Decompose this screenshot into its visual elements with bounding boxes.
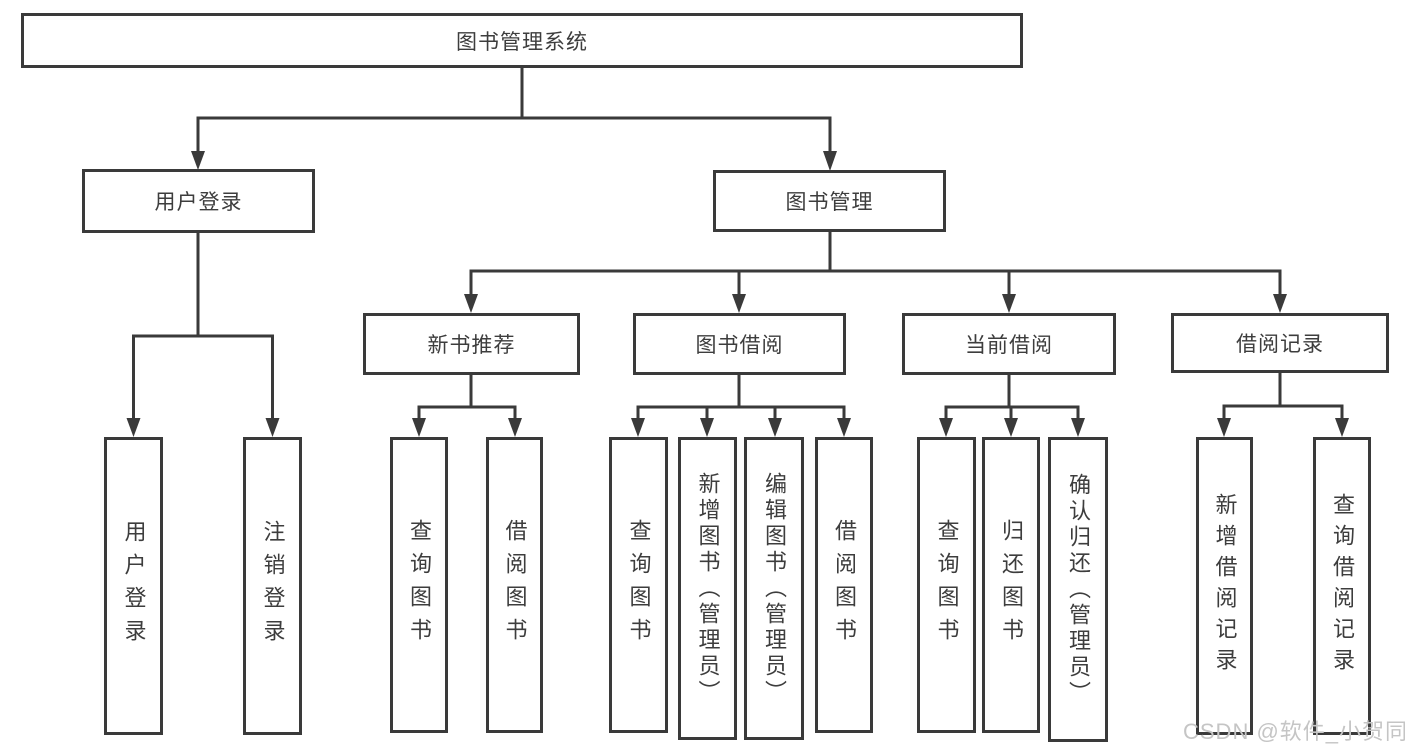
connector-records-to-leaves <box>1222 371 1344 426</box>
node-book-borrowing: 图书借阅 <box>633 313 846 375</box>
node-root: 图书管理系统 <box>21 13 1023 68</box>
leaf-logout: 注销登录 <box>243 437 302 735</box>
leaf-edit-books-admin: 编辑图书（管理员） <box>744 437 804 740</box>
leaf-query-books-1: 查询图书 <box>390 437 448 733</box>
connector-newbook-to-leaves <box>417 373 517 426</box>
leaf-add-borrow-record: 新增借阅记录 <box>1196 437 1253 735</box>
leaf-user-login: 用户登录 <box>104 437 163 735</box>
node-book-management: 图书管理 <box>713 170 946 232</box>
leaf-confirm-return-admin: 确认归还（管理员） <box>1048 437 1108 742</box>
connector-currentborrow-to-leaves <box>944 373 1080 426</box>
node-borrowing-records: 借阅记录 <box>1171 313 1389 373</box>
node-current-borrowing: 当前借阅 <box>902 313 1116 375</box>
connector-userlogin-to-leaves <box>132 231 274 426</box>
leaf-return-books: 归还图书 <box>982 437 1040 733</box>
leaf-add-books-admin: 新增图书（管理员） <box>678 437 737 740</box>
node-new-book-recommend: 新书推荐 <box>363 313 580 375</box>
leaf-query-books-2: 查询图书 <box>609 437 668 733</box>
leaf-borrow-books-1: 借阅图书 <box>486 437 543 733</box>
leaf-borrow-books-2: 借阅图书 <box>815 437 873 733</box>
connector-root-to-level2 <box>196 66 832 158</box>
leaf-query-books-3: 查询图书 <box>917 437 976 733</box>
connector-bookmgmt-to-level3 <box>469 230 1282 302</box>
connector-bookborrow-to-leaves <box>636 373 846 426</box>
leaf-query-borrow-record: 查询借阅记录 <box>1313 437 1371 735</box>
csdn-watermark: CSDN @软件_小贺同学 <box>1183 719 1405 744</box>
node-user-login: 用户登录 <box>82 169 315 233</box>
